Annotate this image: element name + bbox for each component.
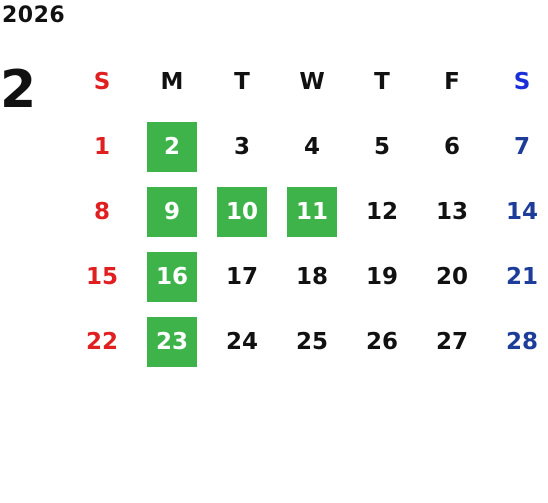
weekday-label: F <box>444 69 460 95</box>
day-cell-1[interactable]: 1 <box>67 122 137 172</box>
day-number: 25 <box>295 329 328 355</box>
day-cell-27[interactable]: 27 <box>417 317 487 367</box>
day-number: 22 <box>85 329 118 355</box>
day-number: 18 <box>295 264 328 290</box>
day-cell-16[interactable]: 16 <box>137 252 207 302</box>
highlighted-day: 11 <box>287 187 337 237</box>
day-cell-23[interactable]: 23 <box>137 317 207 367</box>
day-number: 27 <box>435 329 468 355</box>
day-cell-14[interactable]: 14 <box>487 187 548 237</box>
day-cell-28[interactable]: 28 <box>487 317 548 367</box>
day-number: 21 <box>505 264 538 290</box>
week-row-1: 1 2 3 4 5 6 7 <box>67 122 548 187</box>
day-cell-24[interactable]: 24 <box>207 317 277 367</box>
week-row-3: 15 16 17 18 19 20 21 <box>67 252 548 317</box>
day-cell-3[interactable]: 3 <box>207 122 277 172</box>
day-number: 19 <box>365 264 398 290</box>
weekday-label: S <box>513 69 531 95</box>
weekday-label: S <box>93 69 111 95</box>
day-cell-17[interactable]: 17 <box>207 252 277 302</box>
day-number: 8 <box>93 199 110 225</box>
day-cell-13[interactable]: 13 <box>417 187 487 237</box>
day-cell-8[interactable]: 8 <box>67 187 137 237</box>
weekday-label: M <box>160 69 184 95</box>
day-cell-9[interactable]: 9 <box>137 187 207 237</box>
day-cell-12[interactable]: 12 <box>347 187 417 237</box>
weekday-label: T <box>374 69 390 95</box>
weekday-header-0: S <box>67 57 137 107</box>
day-cell-26[interactable]: 26 <box>347 317 417 367</box>
month-number: 2 <box>0 60 37 120</box>
week-row-4: 22 23 24 25 26 27 28 <box>67 317 548 382</box>
day-number: 3 <box>233 134 250 160</box>
day-cell-11[interactable]: 11 <box>277 187 347 237</box>
day-cell-15[interactable]: 15 <box>67 252 137 302</box>
highlighted-day: 9 <box>147 187 197 237</box>
day-number: 15 <box>85 264 118 290</box>
day-cell-4[interactable]: 4 <box>277 122 347 172</box>
weekday-header-3: W <box>277 57 347 107</box>
highlighted-day: 16 <box>147 252 197 302</box>
weekday-label: W <box>299 69 325 95</box>
highlighted-day: 10 <box>217 187 267 237</box>
year-label: 2026 <box>2 3 66 28</box>
day-cell-7[interactable]: 7 <box>487 122 548 172</box>
day-number: 4 <box>303 134 320 160</box>
weekday-header-1: M <box>137 57 207 107</box>
weekday-header-5: F <box>417 57 487 107</box>
weekday-header-2: T <box>207 57 277 107</box>
day-cell-2[interactable]: 2 <box>137 122 207 172</box>
day-cell-20[interactable]: 20 <box>417 252 487 302</box>
day-number: 20 <box>435 264 468 290</box>
day-number: 24 <box>225 329 258 355</box>
day-number: 17 <box>225 264 258 290</box>
day-cell-18[interactable]: 18 <box>277 252 347 302</box>
weekday-header-6: S <box>487 57 548 107</box>
day-number: 12 <box>365 199 398 225</box>
weekday-label: T <box>234 69 250 95</box>
day-cell-19[interactable]: 19 <box>347 252 417 302</box>
day-cell-25[interactable]: 25 <box>277 317 347 367</box>
day-number: 13 <box>435 199 468 225</box>
day-cell-22[interactable]: 22 <box>67 317 137 367</box>
day-cell-10[interactable]: 10 <box>207 187 277 237</box>
day-cell-6[interactable]: 6 <box>417 122 487 172</box>
highlighted-day: 2 <box>147 122 197 172</box>
highlighted-day: 23 <box>147 317 197 367</box>
day-cell-21[interactable]: 21 <box>487 252 548 302</box>
day-number: 14 <box>505 199 538 225</box>
day-number: 5 <box>373 134 390 160</box>
day-number: 28 <box>505 329 538 355</box>
day-number: 7 <box>513 134 530 160</box>
week-row-2: 8 9 10 11 12 13 14 <box>67 187 548 252</box>
day-number: 6 <box>443 134 460 160</box>
day-number: 1 <box>93 134 110 160</box>
weekday-header-4: T <box>347 57 417 107</box>
day-number: 26 <box>365 329 398 355</box>
day-cell-5[interactable]: 5 <box>347 122 417 172</box>
